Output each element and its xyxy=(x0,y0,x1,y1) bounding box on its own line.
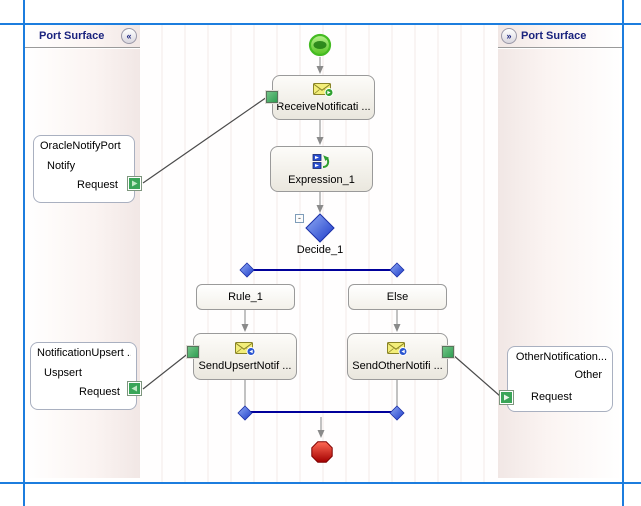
collapse-left-panel-button[interactable]: « xyxy=(121,28,137,44)
port-operation: Uspsert xyxy=(44,367,82,379)
port-operation: Other xyxy=(574,369,602,381)
port-operation: Notify xyxy=(47,160,76,172)
expression-shape-label: Expression_1 xyxy=(288,173,355,186)
expression-shape[interactable]: Expression_1 xyxy=(270,146,373,192)
guide-line-left xyxy=(23,0,25,506)
port-message-request[interactable]: Request xyxy=(531,391,572,403)
left-panel-header: Port Surface « xyxy=(25,25,140,48)
receive-port-connector[interactable] xyxy=(266,91,278,103)
right-panel-title: Port Surface xyxy=(521,30,587,42)
collapse-right-panel-button[interactable]: » xyxy=(501,28,517,44)
receive-message-envelope-icon xyxy=(313,82,334,100)
port-notification-upsert[interactable]: NotificationUpsert ... Uspsert Request xyxy=(30,342,137,410)
decide-shape-diamond[interactable] xyxy=(305,213,335,243)
send-upsert-port-connector[interactable] xyxy=(187,346,199,358)
port-oracle-notify[interactable]: OracleNotifyPort Notify Request xyxy=(33,135,135,203)
send-message-envelope-icon xyxy=(234,341,256,359)
port-name: OtherNotification... xyxy=(515,351,607,363)
port-connector-green-arrow-icon[interactable] xyxy=(127,176,142,191)
send-other-shape[interactable]: SendOtherNotifi ... xyxy=(347,333,448,380)
receive-shape[interactable]: ReceiveNotificati ... xyxy=(272,75,375,120)
port-name: NotificationUpsert ... xyxy=(37,347,131,359)
expression-code-icon xyxy=(312,153,332,173)
else-branch-label: Else xyxy=(386,291,409,303)
guide-line-top xyxy=(0,23,641,25)
branch-diamond-rule[interactable] xyxy=(239,262,255,278)
decide-collapse-toggle[interactable]: - xyxy=(295,214,304,223)
port-message-request[interactable]: Request xyxy=(77,179,118,191)
send-message-envelope-icon xyxy=(387,341,408,359)
send-upsert-shape-label: SendUpsertNotif ... xyxy=(198,360,292,372)
port-other-notification[interactable]: OtherNotification... Other Request xyxy=(507,346,613,412)
join-diamond-left[interactable] xyxy=(237,405,253,421)
join-diamond-right[interactable] xyxy=(389,405,405,421)
port-connector-green-arrow-icon[interactable] xyxy=(127,381,142,396)
guide-line-right xyxy=(622,0,624,506)
guide-line-bottom xyxy=(0,482,641,484)
send-other-port-connector[interactable] xyxy=(442,346,454,358)
left-panel-title: Port Surface xyxy=(39,30,105,42)
send-other-shape-label: SendOtherNotifi ... xyxy=(352,360,443,372)
rule1-branch-label: Rule_1 xyxy=(228,291,263,303)
port-name: OracleNotifyPort xyxy=(40,140,121,152)
else-branch[interactable]: Else xyxy=(348,284,447,310)
left-port-surface-panel: Port Surface « xyxy=(25,25,140,478)
port-connector-green-arrow-icon[interactable] xyxy=(499,390,514,405)
send-upsert-shape[interactable]: SendUpsertNotif ... xyxy=(193,333,297,380)
branch-diamond-else[interactable] xyxy=(389,262,405,278)
port-message-request[interactable]: Request xyxy=(79,386,120,398)
decide-shape-label: Decide_1 xyxy=(296,244,344,256)
rule1-branch[interactable]: Rule_1 xyxy=(196,284,295,310)
receive-shape-label: ReceiveNotificati ... xyxy=(276,101,371,113)
end-octagon-red-icon[interactable] xyxy=(311,441,333,463)
right-panel-header: » Port Surface xyxy=(498,25,622,48)
start-circle-green-icon[interactable] xyxy=(308,33,332,57)
